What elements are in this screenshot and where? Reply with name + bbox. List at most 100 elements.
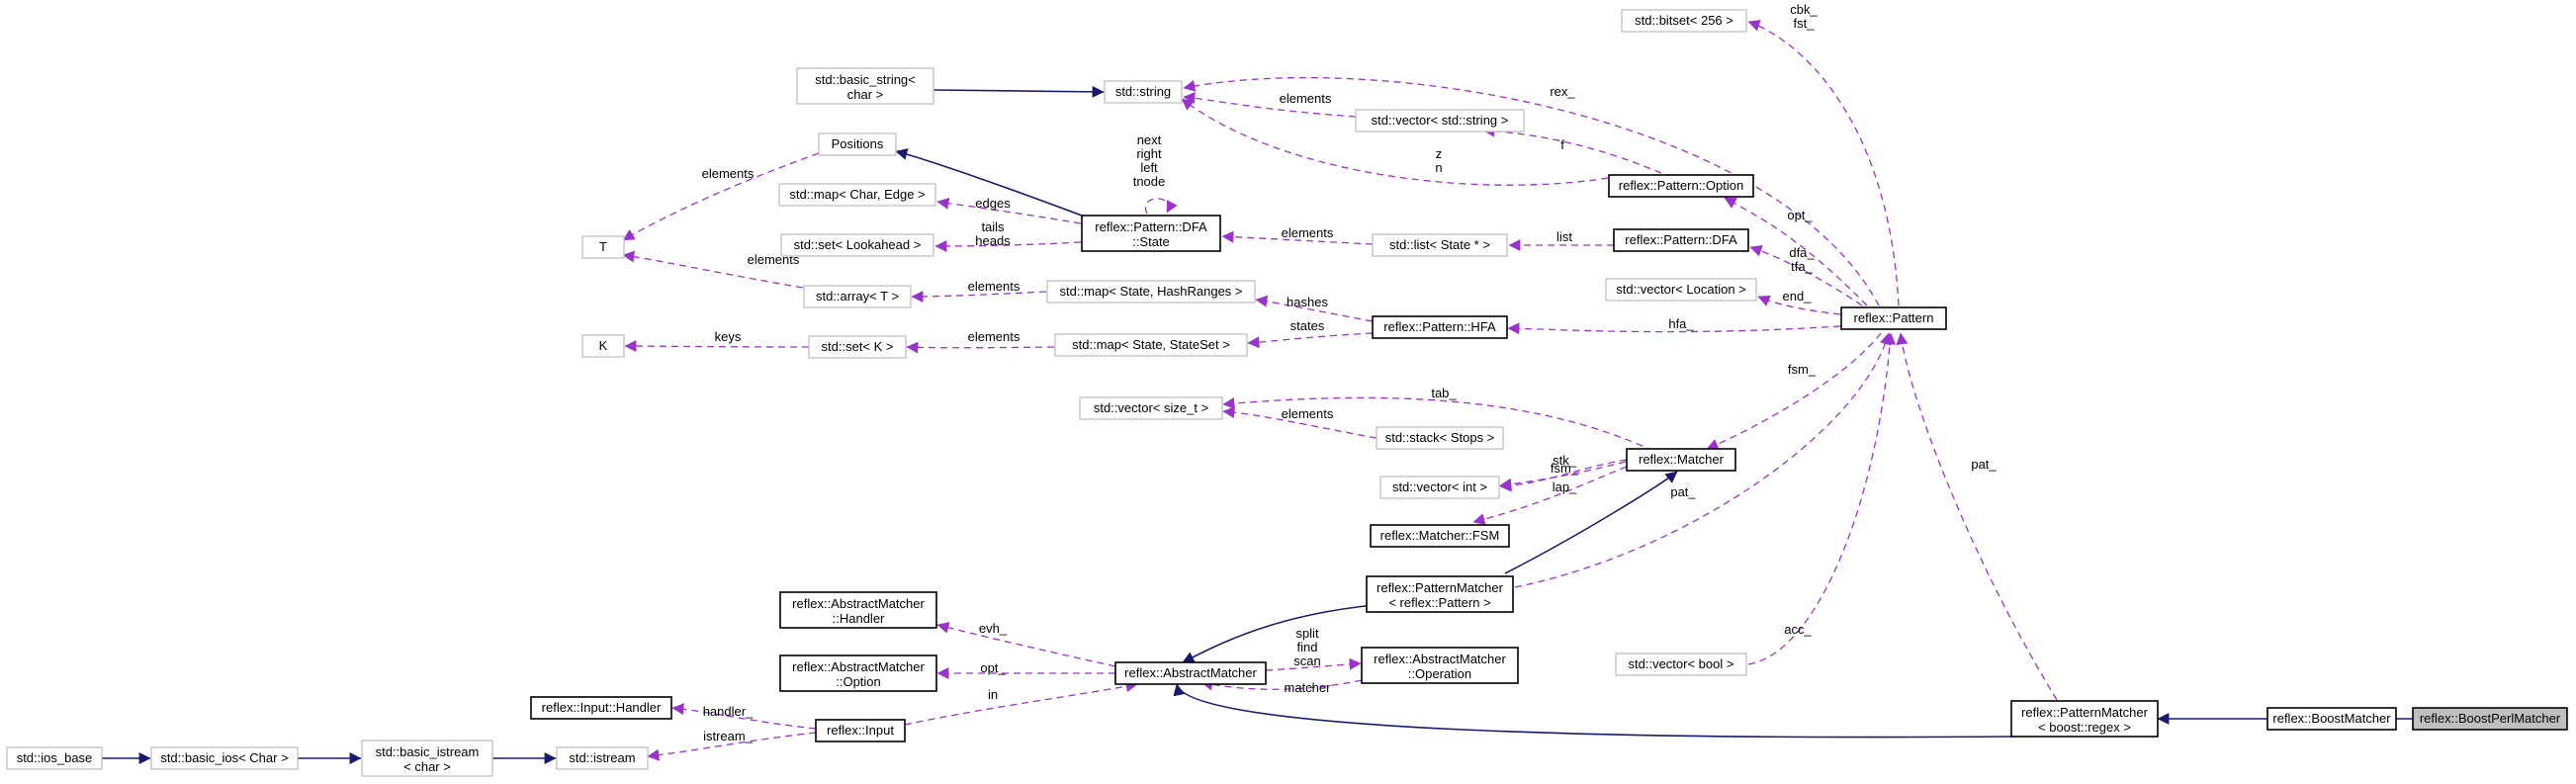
class-box: [1114, 661, 1267, 685]
class-box: [1372, 315, 1508, 339]
edge-set_lookahead-to-dfa_state: [934, 239, 1082, 252]
class-name: ::State: [1132, 234, 1170, 249]
class-node-K[interactable]: K: [581, 334, 625, 358]
edge-label: pat_: [1971, 457, 1997, 472]
class-name: < char >: [403, 759, 451, 774]
class-node-map-char-edge[interactable]: std::map< Char, Edge >: [778, 183, 936, 207]
edge-stack_stops-to-matcher: [1499, 459, 1628, 492]
class-node-abstract-matcher[interactable]: reflex::AbstractMatcher: [1114, 661, 1267, 685]
edge-vector_bool-to-pattern: [1747, 332, 1897, 665]
class-node-set-lookahead[interactable]: std::set< Lookahead >: [780, 233, 934, 257]
edge-matcher_fsm-to-matcher: [1499, 461, 1627, 490]
class-node-pattern-hfa[interactable]: reflex::Pattern::HFA: [1372, 315, 1508, 339]
class-node-map-stateset[interactable]: std::map< State, StateSet >: [1054, 333, 1248, 357]
edge-label: elements: [1282, 225, 1334, 240]
class-node-istream[interactable]: std::istream: [556, 746, 649, 770]
class-name: < boost::regex >: [2038, 720, 2131, 735]
edge-pattern-to-matcher: [1706, 332, 1882, 451]
class-node-stack-stops[interactable]: std::stack< Stops >: [1376, 426, 1504, 450]
class-name: std::map< State, StateSet >: [1072, 337, 1230, 352]
class-node-input-handler[interactable]: reflex::Input::Handler: [530, 696, 672, 720]
edge-bitset-to-pattern: [1747, 20, 1900, 306]
class-box: [1104, 80, 1183, 104]
edge-label: elements: [1282, 406, 1334, 421]
class-node-vector-string[interactable]: std::vector< std::string >: [1355, 109, 1525, 132]
class-node-basic-istream[interactable]: std::basic_istream< char >: [361, 740, 493, 777]
class-node-am-operation[interactable]: reflex::AbstractMatcher::Operation: [1361, 647, 1519, 684]
class-node-vector-size-t[interactable]: std::vector< size_t >: [1079, 396, 1223, 420]
edge-set_K-to-map_stateset: [906, 341, 1055, 354]
class-name: std::basic_string<: [815, 72, 916, 87]
class-node-matcher-fsm[interactable]: reflex::Matcher::FSM: [1370, 524, 1510, 548]
class-node-boost-matcher[interactable]: reflex::BoostMatcher: [2266, 707, 2397, 731]
edge-map_stateset-to-pattern_hfa: [1247, 332, 1374, 349]
class-box: [361, 740, 493, 777]
class-node-string[interactable]: std::string: [1104, 80, 1183, 104]
class-name: reflex::AbstractMatcher: [1374, 652, 1506, 666]
edge-pattern-to-pattern_matcher_regex: [1896, 332, 2058, 701]
class-node-pattern[interactable]: reflex::Pattern: [1840, 306, 1947, 330]
class-name: std::vector< Location >: [1616, 282, 1746, 297]
edge-label: tnode: [1133, 174, 1166, 189]
edge-input_handler-to-input: [671, 703, 817, 730]
edge-vector_location-to-pattern: [1757, 295, 1841, 315]
class-node-basic-ios[interactable]: std::basic_ios< Char >: [150, 746, 299, 770]
edge-T-to-array_T: [622, 250, 804, 289]
class-box: [581, 334, 625, 358]
edge-T-to-positions: [622, 152, 820, 241]
edge-label: elements: [702, 166, 755, 181]
class-node-input[interactable]: reflex::Input: [815, 719, 906, 742]
edge-label: fsm_: [1551, 461, 1579, 476]
class-name: reflex::Input: [827, 723, 894, 738]
edge-label: list: [1556, 229, 1572, 244]
class-node-pattern-matcher-pattern[interactable]: reflex::PatternMatcher< reflex::Pattern …: [1366, 575, 1514, 613]
class-node-T[interactable]: T: [581, 235, 625, 259]
class-node-array-T[interactable]: std::array< T >: [803, 285, 912, 308]
class-node-pattern-matcher-regex[interactable]: reflex::PatternMatcher< boost::regex >: [2010, 700, 2159, 738]
class-box: [818, 132, 897, 156]
edge-array_T-to-map_hashranges: [911, 290, 1047, 303]
class-box: [778, 183, 936, 207]
class-node-bitset[interactable]: std::bitset< 256 >: [1621, 9, 1747, 33]
class-box: [1370, 524, 1510, 548]
edge-label: z: [1436, 146, 1443, 161]
class-node-am-option[interactable]: reflex::AbstractMatcher::Option: [779, 654, 937, 692]
edge-label: tails: [981, 219, 1005, 234]
class-name: std::vector< int >: [1392, 479, 1487, 494]
edge-label: split: [1295, 626, 1319, 641]
class-node-am-handler[interactable]: reflex::AbstractMatcher::Handler: [779, 591, 937, 629]
class-node-vector-location[interactable]: std::vector< Location >: [1605, 278, 1757, 302]
edge-label: tab_: [1431, 386, 1457, 400]
edge-label: stk_: [1553, 453, 1577, 468]
class-node-matcher[interactable]: reflex::Matcher: [1626, 448, 1736, 472]
class-node-map-hashranges[interactable]: std::map< State, HashRanges >: [1046, 280, 1256, 304]
edge-vector_int-to-matcher: [1472, 466, 1628, 525]
edge-label: n: [1435, 160, 1442, 175]
class-name: reflex::Pattern::DFA: [1625, 232, 1737, 247]
class-box: [808, 335, 907, 359]
class-node-ios-base[interactable]: std::ios_base: [6, 746, 103, 770]
class-node-vector-bool[interactable]: std::vector< bool >: [1615, 653, 1747, 676]
class-box: [556, 746, 649, 770]
class-box: [1615, 653, 1747, 676]
edge-label: hashes: [1287, 295, 1328, 309]
class-node-pattern-dfa[interactable]: reflex::Pattern::DFA: [1613, 228, 1749, 252]
class-name: std::set< K >: [822, 339, 894, 354]
class-node-list-state[interactable]: std::list< State * >: [1372, 233, 1508, 257]
class-node-vector-int[interactable]: std::vector< int >: [1379, 476, 1500, 499]
class-name: std::stack< Stops >: [1385, 430, 1495, 445]
class-name: < reflex::Pattern >: [1388, 595, 1490, 610]
class-box: [1613, 228, 1749, 252]
class-node-basic-string[interactable]: std::basic_string<char >: [796, 67, 934, 105]
class-name: std::ios_base: [17, 750, 93, 765]
edge-label: lap_: [1553, 479, 1577, 494]
class-name: K: [599, 338, 608, 353]
class-node-positions[interactable]: Positions: [818, 132, 897, 156]
class-node-boost-perl-matcher[interactable]: reflex::BoostPerlMatcher: [2412, 707, 2568, 731]
edge-label: rex_: [1550, 84, 1575, 99]
edge-label: elements: [968, 279, 1021, 294]
class-node-set-K[interactable]: std::set< K >: [808, 335, 907, 359]
class-node-dfa-state[interactable]: reflex::Pattern::DFA::State: [1081, 215, 1221, 252]
class-node-pattern-option[interactable]: reflex::Pattern::Option: [1608, 174, 1754, 198]
class-name: reflex::Pattern::Option: [1619, 178, 1743, 193]
